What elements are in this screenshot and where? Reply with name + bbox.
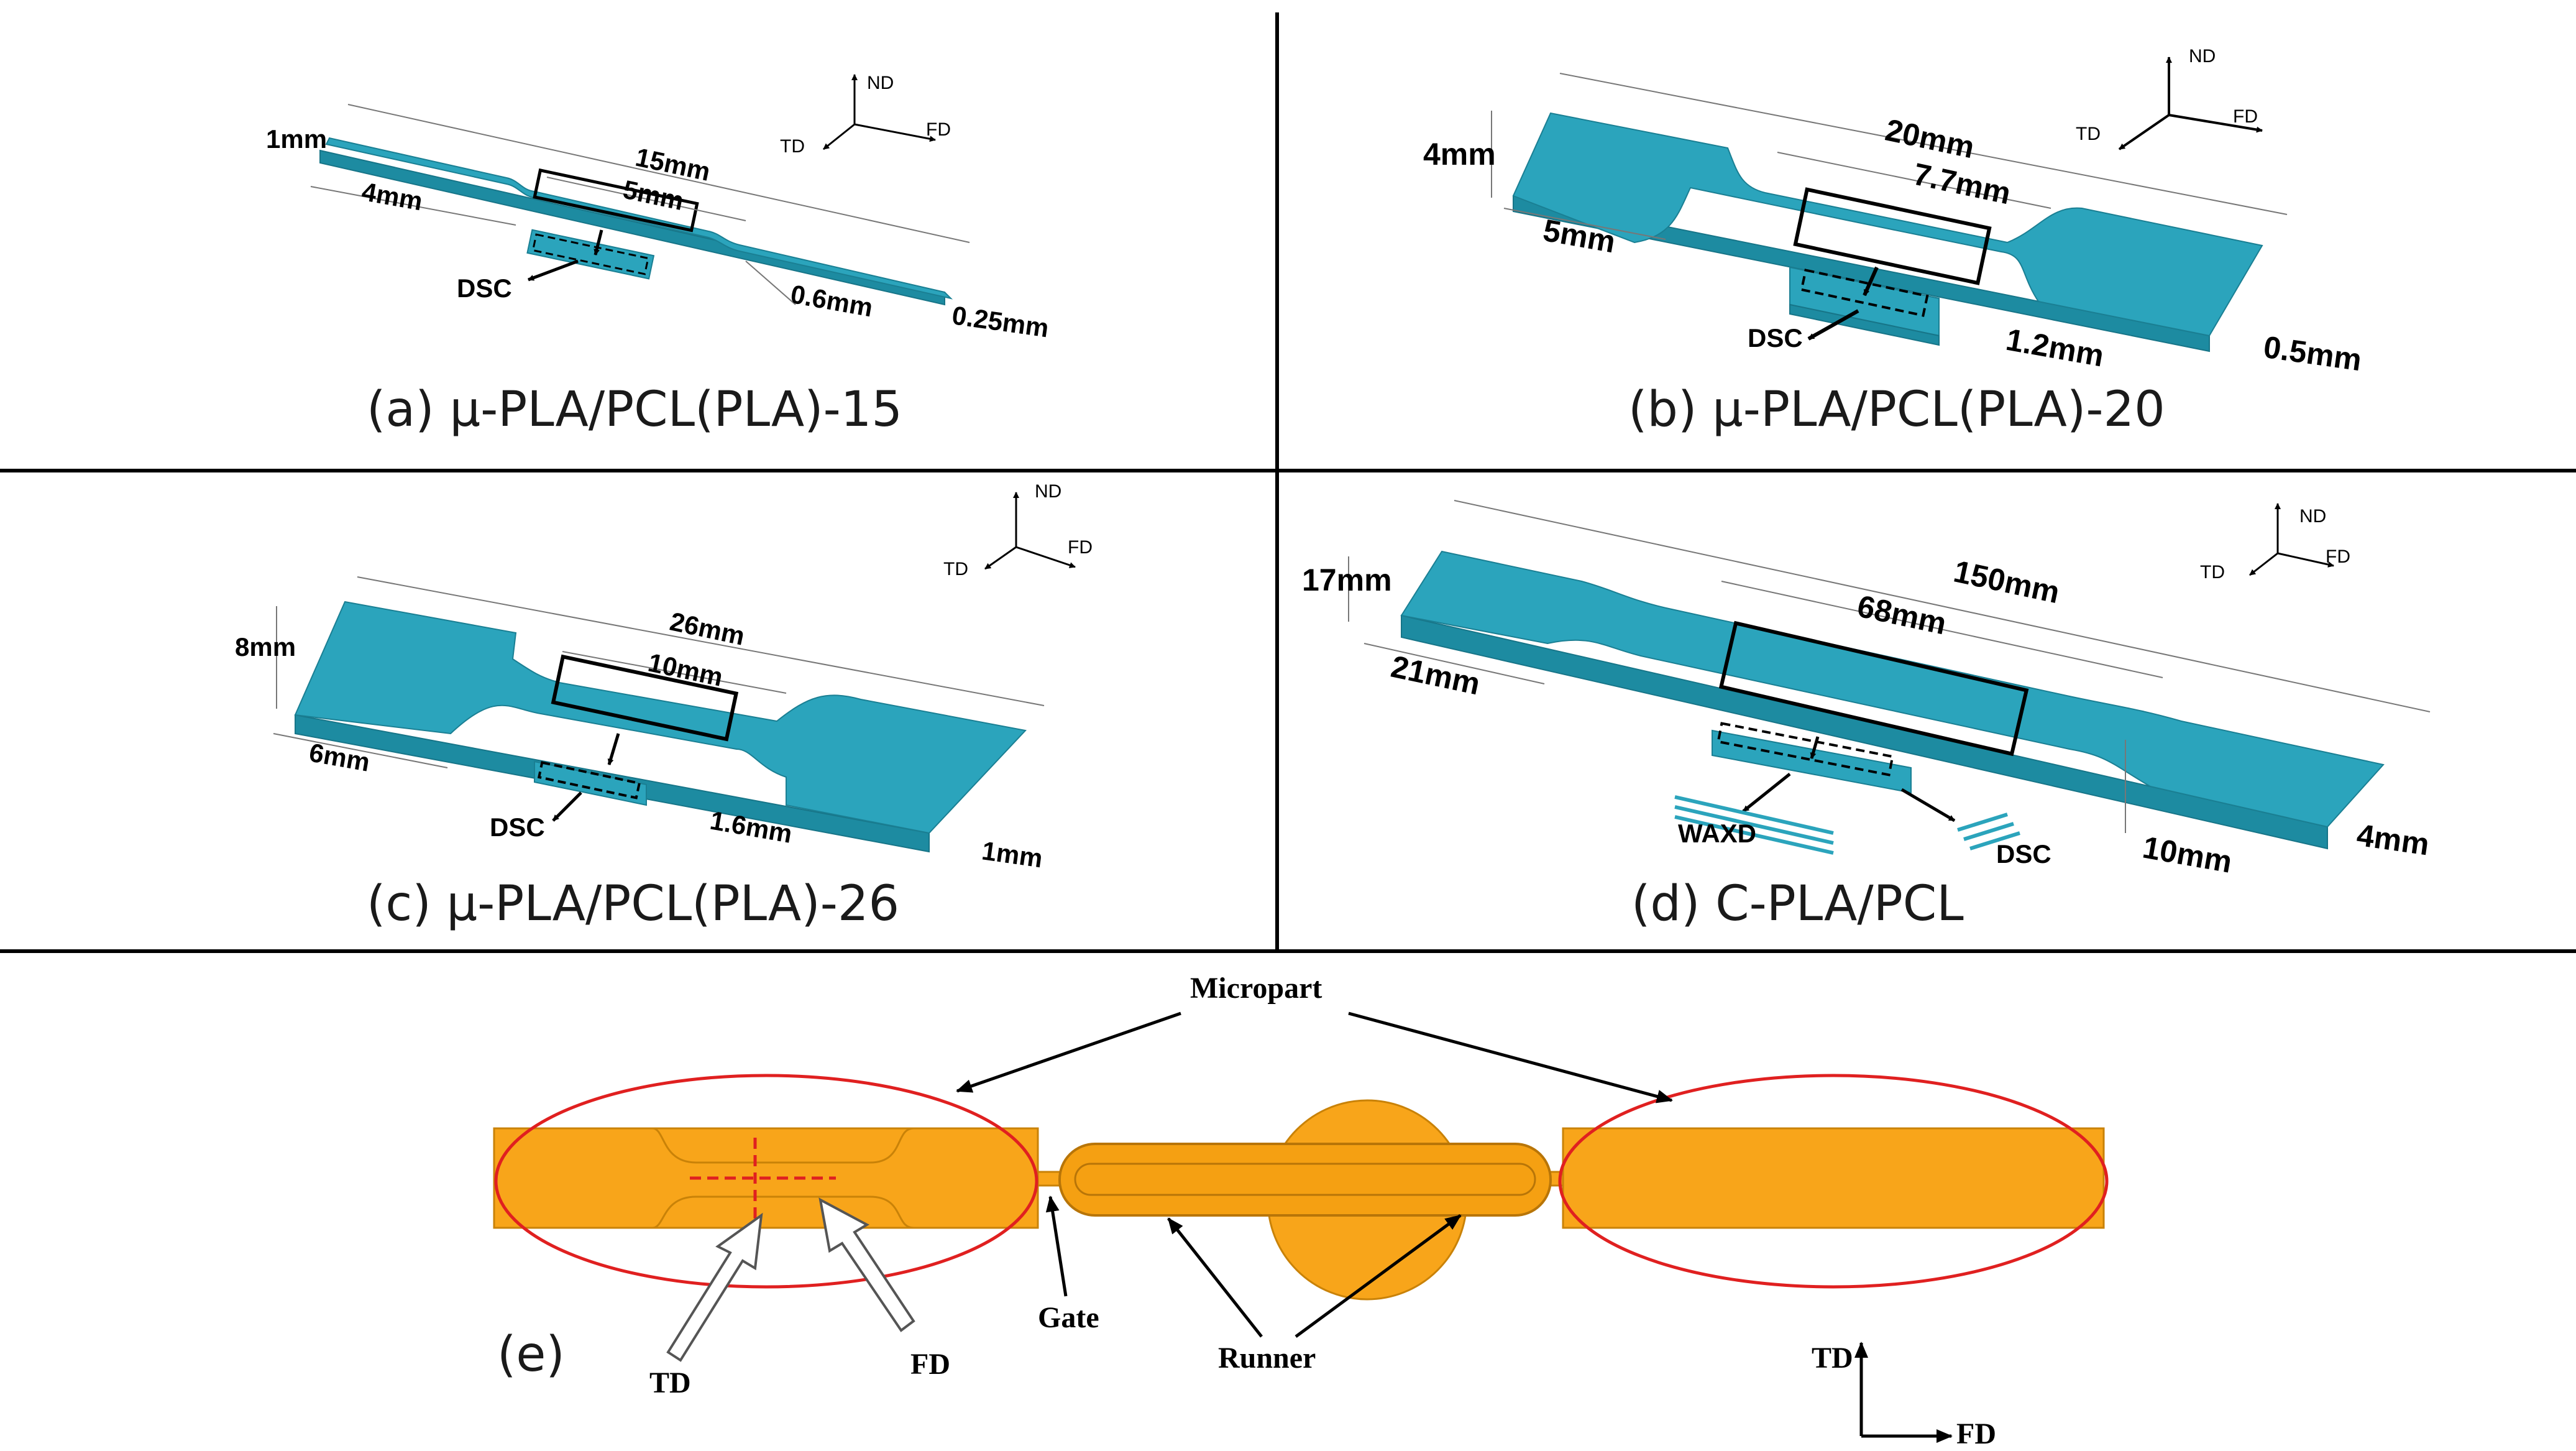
fd-hollow-arrow <box>818 1197 915 1332</box>
td-hollow-arrow <box>666 1212 763 1362</box>
dim-neck-b: 1.2mm <box>2004 322 2107 374</box>
dim-gauge-b: 7.7mm <box>1910 157 2014 211</box>
dsc-label-c: DSC <box>490 813 545 842</box>
micropart-ellipse-left <box>494 1074 1038 1289</box>
axis-fd-c: FD <box>1068 537 1093 558</box>
axis-td-c: TD <box>943 559 968 579</box>
dim-total-c: 26mm <box>667 607 748 651</box>
gate-label: Gate <box>1038 1301 1099 1334</box>
caption-d: (d) C-PLA/PCL <box>1631 876 1964 932</box>
dim-thick-a: 0.25mm <box>950 300 1050 343</box>
axis-nd-b: ND <box>2189 46 2216 67</box>
axis-td-e: TD <box>1812 1342 1853 1375</box>
caption-c: (c) μ-PLA/PCL(PLA)-26 <box>367 876 899 932</box>
dim-width-b: 4mm <box>1423 137 1496 172</box>
fd-label-e: FD <box>910 1348 950 1381</box>
axis-fd-e: FD <box>1956 1417 1996 1450</box>
dim-thick-d: 4mm <box>2355 818 2431 862</box>
gauge-box-c <box>551 654 739 742</box>
dim-total-b: 20mm <box>1882 113 1978 165</box>
axes-e: TD FD <box>1812 1342 1996 1450</box>
dsc-piece-d <box>1712 729 1912 794</box>
panel-b: DSC 20mm 7.7mm 4mm 5mm 1.2mm 0.5mm ND FD… <box>1423 46 2364 438</box>
dsc-stripes-d <box>1957 813 2020 850</box>
dim-gauge-d: 68mm <box>1854 589 1950 642</box>
axes-c: ND FD TD <box>943 481 1093 579</box>
dsc-piece-c <box>534 760 647 806</box>
micropart-right <box>1562 1127 2105 1229</box>
gauge-box-b <box>1793 187 1992 285</box>
caption-e: (e) <box>497 1327 565 1383</box>
dim-total-d: 150mm <box>1951 554 2063 610</box>
axes-a: ND FD TD <box>780 73 951 157</box>
dim-neck-d: 10mm <box>2140 830 2235 880</box>
waxd-stripes <box>1674 795 1834 855</box>
dsc-dashed-d <box>1717 722 1894 776</box>
dim-gauge-a: 5mm <box>621 175 687 216</box>
axes-d: ND FD TD <box>2200 503 2350 583</box>
dim-grip-d: 21mm <box>1388 649 1483 702</box>
axis-td-d: TD <box>2200 562 2225 583</box>
micropart-ellipse-right <box>1558 1074 2109 1289</box>
dsc-label-a: DSC <box>457 274 512 303</box>
specimen-d <box>1400 550 2385 850</box>
micropart-label: Micropart <box>1190 972 1322 1005</box>
runner-bar <box>1058 1143 1552 1217</box>
specimen-b <box>1512 112 2263 352</box>
panel-a: DSC 15mm 5mm 1mm 4mm 0.6mm 0.25mm ND FD … <box>266 73 1050 438</box>
axis-fd-d: FD <box>2326 546 2350 567</box>
dsc-dashed-c <box>537 761 641 799</box>
axes-b: ND FD TD <box>2076 46 2263 150</box>
dim-width-c: 8mm <box>235 632 296 661</box>
axis-td-a: TD <box>780 136 805 157</box>
panel-d: WAXD DSC 150mm 68mm 17mm 21mm 10mm 4mm N… <box>1302 500 2431 932</box>
dim-width-d: 17mm <box>1302 563 1392 597</box>
gauge-box-a <box>533 168 699 233</box>
axis-fd-b: FD <box>2233 106 2258 127</box>
caption-b: (b) μ-PLA/PCL(PLA)-20 <box>1628 382 2165 438</box>
dsc-label-b: DSC <box>1748 323 1803 352</box>
dsc-piece-a <box>526 229 655 280</box>
axis-td-b: TD <box>2076 124 2101 144</box>
panel-c: DSC 26mm 10mm 8mm 6mm 1.6mm 1mm ND FD TD… <box>235 481 1093 932</box>
dsc-dashed-a <box>531 233 649 275</box>
axis-fd-a: FD <box>926 119 951 140</box>
waxd-label-d: WAXD <box>1678 819 1756 848</box>
axis-nd-a: ND <box>867 73 894 93</box>
axis-nd-c: ND <box>1035 481 1061 502</box>
dsc-label-d: DSC <box>1996 839 2051 868</box>
dsc-dashed-b <box>1800 269 1929 317</box>
dim-thick-b: 0.5mm <box>2262 329 2364 378</box>
runner-label: Runner <box>1218 1342 1316 1375</box>
caption-a: (a) μ-PLA/PCL(PLA)-15 <box>367 382 902 438</box>
td-label-e: TD <box>649 1366 691 1399</box>
gauge-box-d <box>1718 620 2029 757</box>
panel-e: Micropart Gate Runner (e) TD FD TD FD <box>493 972 2109 1450</box>
axis-nd-d: ND <box>2299 506 2326 527</box>
dim-thick-c: 1mm <box>980 836 1045 873</box>
dim-gauge-c: 10mm <box>646 648 726 692</box>
dim-width-a: 1mm <box>266 124 327 154</box>
